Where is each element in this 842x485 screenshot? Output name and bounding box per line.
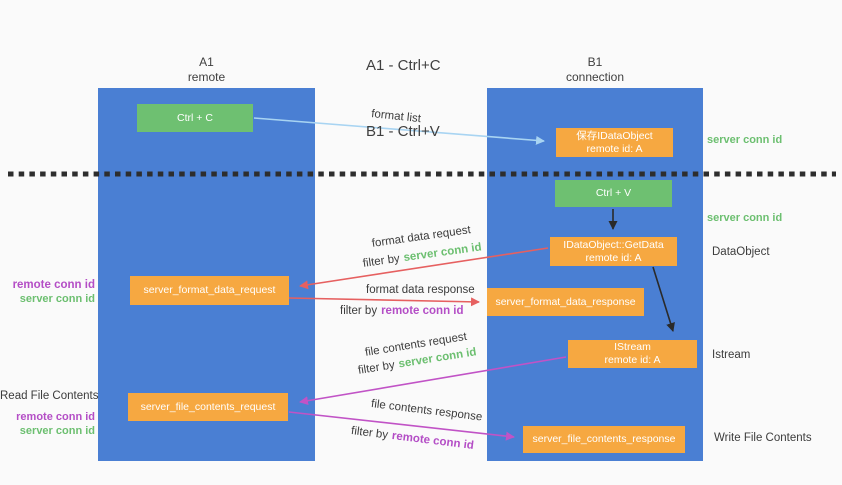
filter-by-text: filter by — [362, 252, 401, 270]
header-a1-name: A1 — [199, 55, 214, 69]
node-save-dataobject: 保存IDataObject remote id: A — [556, 128, 673, 157]
node-istream-line1: IStream — [614, 341, 651, 353]
filter-by-text: filter by — [357, 359, 396, 377]
title-line-1: A1 - Ctrl+C — [366, 57, 441, 74]
node-ctrl-v-label: Ctrl + V — [595, 187, 632, 199]
diagram-title: A1 - Ctrl+C B1 - Ctrl+V — [366, 11, 441, 187]
label-read-file-contents: Read File Contents — [0, 390, 99, 402]
label-istream: Istream — [712, 349, 751, 361]
label-file-contents-response: file contents response — [370, 397, 483, 424]
node-file-request-label: server_file_contents_request — [140, 400, 276, 413]
header-a1: A1 remote — [98, 55, 315, 85]
node-save-dataobject-line1: 保存IDataObject — [576, 129, 653, 142]
node-format-request-label: server_format_data_request — [143, 284, 276, 296]
node-ctrl-c-label: Ctrl + C — [177, 111, 213, 124]
filter-by-text: filter by — [340, 305, 378, 317]
label-server-conn-id-left-1: server conn id — [19, 293, 95, 305]
filter-by-text: filter by — [350, 424, 389, 442]
node-getdata: IDataObject::GetData remote id: A — [550, 237, 677, 266]
node-format-response: server_format_data_response — [487, 288, 644, 316]
node-format-request: server_format_data_request — [130, 276, 289, 305]
node-getdata-line2: remote id: A — [585, 251, 642, 264]
node-istream: IStream remote id: A — [568, 340, 697, 368]
label-format-data-response: format data response — [366, 284, 475, 296]
node-getdata-line1: IDataObject::GetData — [563, 238, 664, 251]
label-write-file-contents: Write File Contents — [714, 432, 812, 444]
header-b1-role: connection — [565, 70, 625, 84]
node-file-request: server_file_contents_request — [128, 393, 288, 421]
node-istream-line2: remote id: A — [604, 354, 661, 366]
header-b1-name: B1 — [587, 55, 603, 69]
arrow-format-data-response — [288, 297, 480, 307]
label-server-conn-id-mid: server conn id — [707, 212, 783, 224]
label-conn-ids-left-2: remote conn id server conn id — [0, 410, 95, 438]
label-remote-conn-id-left-1: remote conn id — [12, 279, 95, 291]
header-a1-role: remote — [187, 70, 226, 84]
label-remote-conn-id-left-2: remote conn id — [16, 411, 95, 423]
title-line-2: B1 - Ctrl+V — [366, 123, 440, 140]
remote-conn-id-text: remote conn id — [391, 429, 475, 452]
node-ctrl-v: Ctrl + V — [555, 180, 672, 207]
node-format-response-label: server_format_data_response — [495, 295, 636, 308]
label-conn-ids-left-1: remote conn id server conn id — [0, 278, 95, 306]
header-b1: B1 connection — [487, 55, 703, 85]
remote-conn-id-text: remote conn id — [381, 305, 464, 317]
label-server-conn-id-left-2: server conn id — [19, 425, 95, 437]
node-file-response-label: server_file_contents_response — [532, 433, 676, 445]
node-save-dataobject-line2: remote id: A — [586, 142, 643, 155]
label-dataobject: DataObject — [712, 246, 770, 258]
node-ctrl-c: Ctrl + C — [137, 104, 253, 132]
label-server-conn-id-top: server conn id — [707, 134, 783, 146]
node-file-response: server_file_contents_response — [523, 426, 685, 453]
